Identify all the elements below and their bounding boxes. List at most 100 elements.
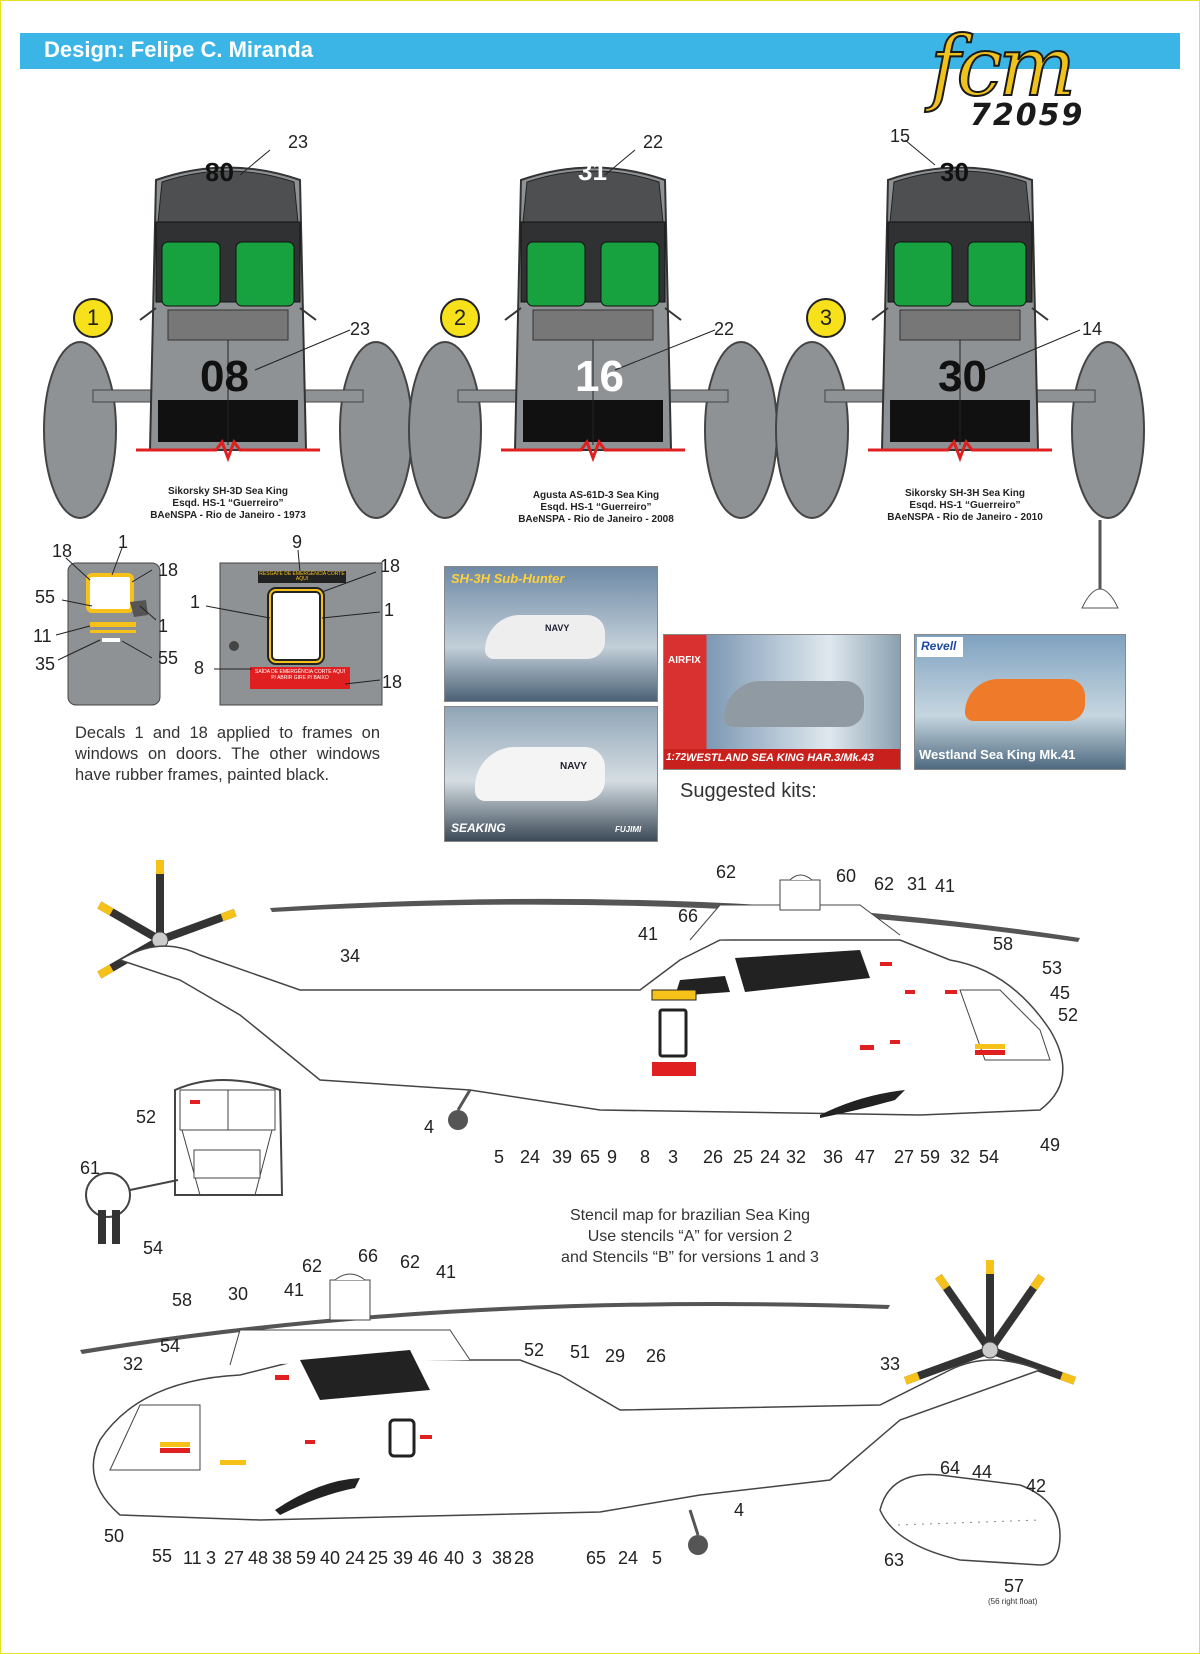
side1-label: 9 [607, 1147, 618, 1167]
door-large-label: 9 [292, 532, 303, 552]
side1-label: 8 [640, 1147, 651, 1167]
side2-label: 52 [524, 1340, 545, 1360]
side2-label: 30 [228, 1284, 249, 1304]
side2-label: 24 [345, 1548, 366, 1568]
kit-box-kinetic: SH-3H Sub-Hunter NAVY [444, 566, 658, 702]
side2-label: 24 [618, 1548, 639, 1568]
helicopter-silhouette [475, 747, 605, 801]
float-label: 42 [1026, 1476, 1047, 1496]
side2-label: 62 [400, 1252, 421, 1272]
side1-label: 25 [733, 1147, 754, 1167]
kit-code: 72059 [970, 98, 1085, 133]
kit-box-airfix: AIRFIX 1:72 WESTLAND SEA KING HAR.3/Mk.4… [663, 634, 901, 770]
side2-label: 25 [368, 1548, 389, 1568]
callout-front-3: 14 [1082, 319, 1103, 339]
side2-label: 50 [104, 1526, 125, 1546]
kit-box-scale: 1:72 [666, 752, 687, 763]
kit-box-title: WESTLAND SEA KING HAR.3/Mk.43 [686, 752, 874, 764]
side1-label: 65 [580, 1147, 601, 1167]
side2-label: 62 [302, 1256, 323, 1276]
designer-title: Design: Felipe C. Miranda [44, 37, 313, 62]
side-view-upper [97, 860, 1080, 1130]
kit-box-brand: Revell [921, 639, 957, 653]
side2-label: 5 [652, 1548, 663, 1568]
side2-label: 29 [605, 1346, 626, 1366]
door-large-label: 1 [190, 592, 201, 612]
side1-label: 31 [907, 874, 928, 894]
side2-label: 51 [570, 1342, 591, 1362]
side2-label: 65 [586, 1548, 607, 1568]
front-view-label: 61 [80, 1158, 101, 1178]
nose-number-2: 31 [578, 156, 607, 186]
kit-box-fujimi: NAVY SEAKING FUJIMI [444, 706, 658, 842]
side2-label: 41 [284, 1280, 305, 1300]
side2-label: 40 [444, 1548, 465, 1568]
side1-label: 49 [1040, 1135, 1061, 1155]
side2-label: 26 [646, 1346, 667, 1366]
logo-letters: fcm [929, 19, 1077, 116]
helicopter-silhouette [724, 681, 864, 727]
side1-label: 58 [993, 934, 1014, 954]
door-small-label: 55 [158, 648, 179, 668]
side1-label: 66 [678, 906, 699, 926]
side1-label: 53 [1042, 958, 1063, 978]
side1-label: 47 [855, 1147, 876, 1167]
door-small-label: 18 [52, 541, 73, 561]
side2-label: 40 [320, 1548, 341, 1568]
kit-box-brand: FUJIMI [615, 825, 642, 834]
side2-label: 55 [152, 1546, 173, 1566]
side2-label: 28 [514, 1548, 535, 1568]
door-note: Decals 1 and 18 applied to frames on win… [75, 724, 380, 784]
caption-version-1: Sikorsky SH-3D Sea King Esqd. HS-1 “Guer… [150, 486, 306, 521]
kit-title-bar [664, 749, 900, 769]
version-badge-1: 1 [73, 298, 113, 338]
front-view-small [85, 1079, 284, 1244]
side1-label: 4 [424, 1117, 435, 1137]
door-large-label: 8 [194, 658, 205, 678]
suggested-kits-label: Suggested kits: [680, 780, 817, 802]
side1-label: 54 [979, 1147, 1000, 1167]
door-large-label: 1 [384, 600, 395, 620]
fcm-logo: fcm 72059 [929, 19, 1130, 138]
float-note: (56 right float) [988, 1597, 1038, 1606]
helicopter-silhouette [485, 615, 605, 659]
side1-label: 39 [552, 1147, 573, 1167]
front-number-1: 08 [200, 352, 249, 401]
nose-number-1: 80 [205, 157, 234, 187]
callout-nose-2: 22 [643, 132, 664, 152]
navy-mark: NAVY [560, 761, 588, 772]
side1-label: 62 [716, 862, 737, 882]
title-banner: Design: Felipe C. Miranda [20, 33, 1180, 69]
front-number-3: 30 [938, 352, 987, 401]
side2-label: 48 [248, 1548, 269, 1568]
kit-box-revell: Revell Westland Sea King Mk.41 [914, 634, 1126, 770]
side2-label: 33 [880, 1354, 901, 1374]
caption-version-3: Sikorsky SH-3H Sea King Esqd. HS-1 “Guer… [887, 488, 1043, 523]
side1-label: 5 [494, 1147, 505, 1167]
side2-label: 59 [296, 1548, 317, 1568]
kit-box-title: SH-3H Sub-Hunter [451, 571, 565, 586]
side1-label: 24 [760, 1147, 781, 1167]
side2-label: 39 [393, 1548, 414, 1568]
door-small-label: 55 [35, 587, 56, 607]
front-view-label: 52 [136, 1107, 157, 1127]
version-badge-3: 3 [806, 298, 846, 338]
side1-label: 52 [1058, 1005, 1079, 1025]
callout-front-1: 23 [350, 319, 371, 339]
side2-label: 38 [492, 1548, 513, 1568]
float-label: 44 [972, 1462, 993, 1482]
door-small-label: 35 [35, 654, 56, 674]
side1-label: 60 [836, 866, 857, 886]
side2-label: 58 [172, 1290, 193, 1310]
side2-label: 41 [436, 1262, 457, 1282]
side2-label: 32 [123, 1354, 144, 1374]
side1-label: 3 [668, 1147, 679, 1167]
side1-label: 24 [520, 1147, 541, 1167]
side1-label: 26 [703, 1147, 724, 1167]
side2-label: 4 [734, 1500, 745, 1520]
side1-label: 59 [920, 1147, 941, 1167]
side1-label: 45 [1050, 983, 1071, 1003]
callout-nose-1: 23 [288, 132, 309, 152]
side-view-lower [80, 1260, 1076, 1555]
navy-mark: NAVY [545, 623, 570, 633]
